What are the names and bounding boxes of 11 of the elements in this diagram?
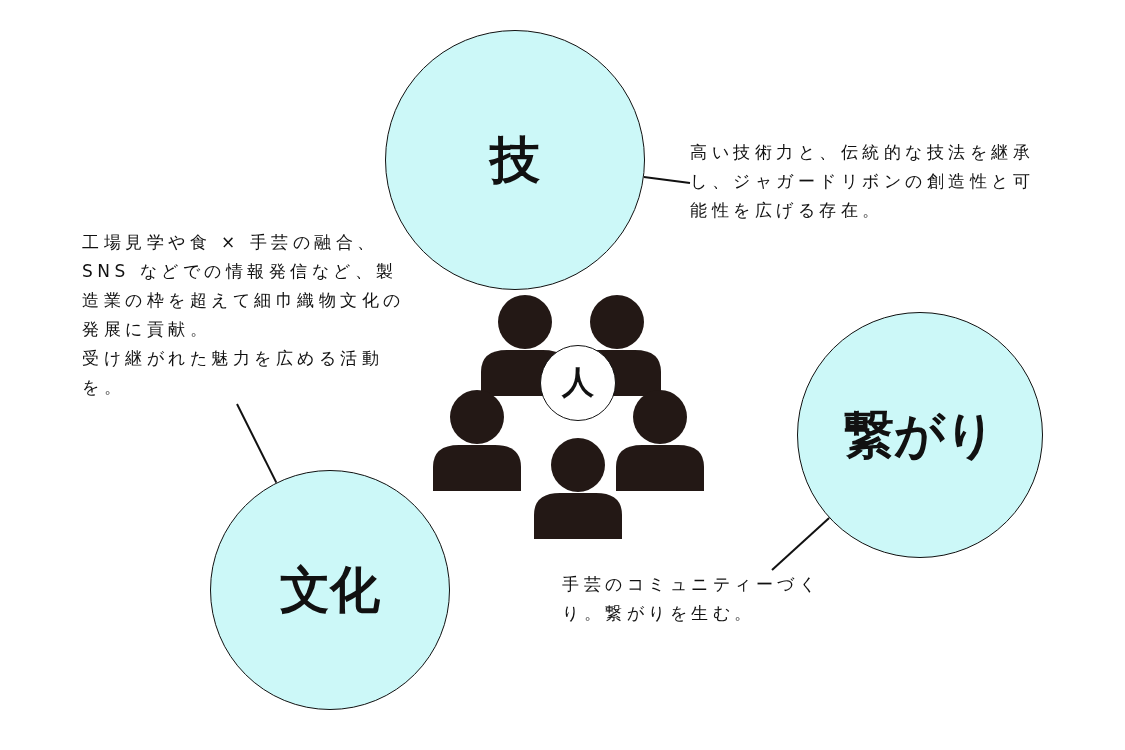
description-text: 手芸のコミュニティーづくり。繋がりを生む。 — [562, 573, 821, 625]
circle-label: 繋がり — [844, 404, 996, 466]
description-text: 工場見学や食 × 手芸の融合、SNS などでの情報発信など、製造業の枠を超えて細巾織物文化の発展に貢献。 — [82, 231, 406, 341]
circle-label: 文化 — [280, 559, 380, 621]
circle-label: 人 — [562, 362, 594, 403]
description-text: 高い技術力と、伝統的な技法を継承し、ジャガードリボンの創造性と可能性を広げる存在。 — [690, 141, 1035, 222]
leader-line — [236, 403, 278, 484]
leader-line — [642, 175, 691, 184]
description-text: 受け継がれた魅力を広める活動を。 — [82, 347, 384, 399]
leader-line — [771, 516, 831, 571]
circle-label: 技 — [490, 129, 540, 191]
